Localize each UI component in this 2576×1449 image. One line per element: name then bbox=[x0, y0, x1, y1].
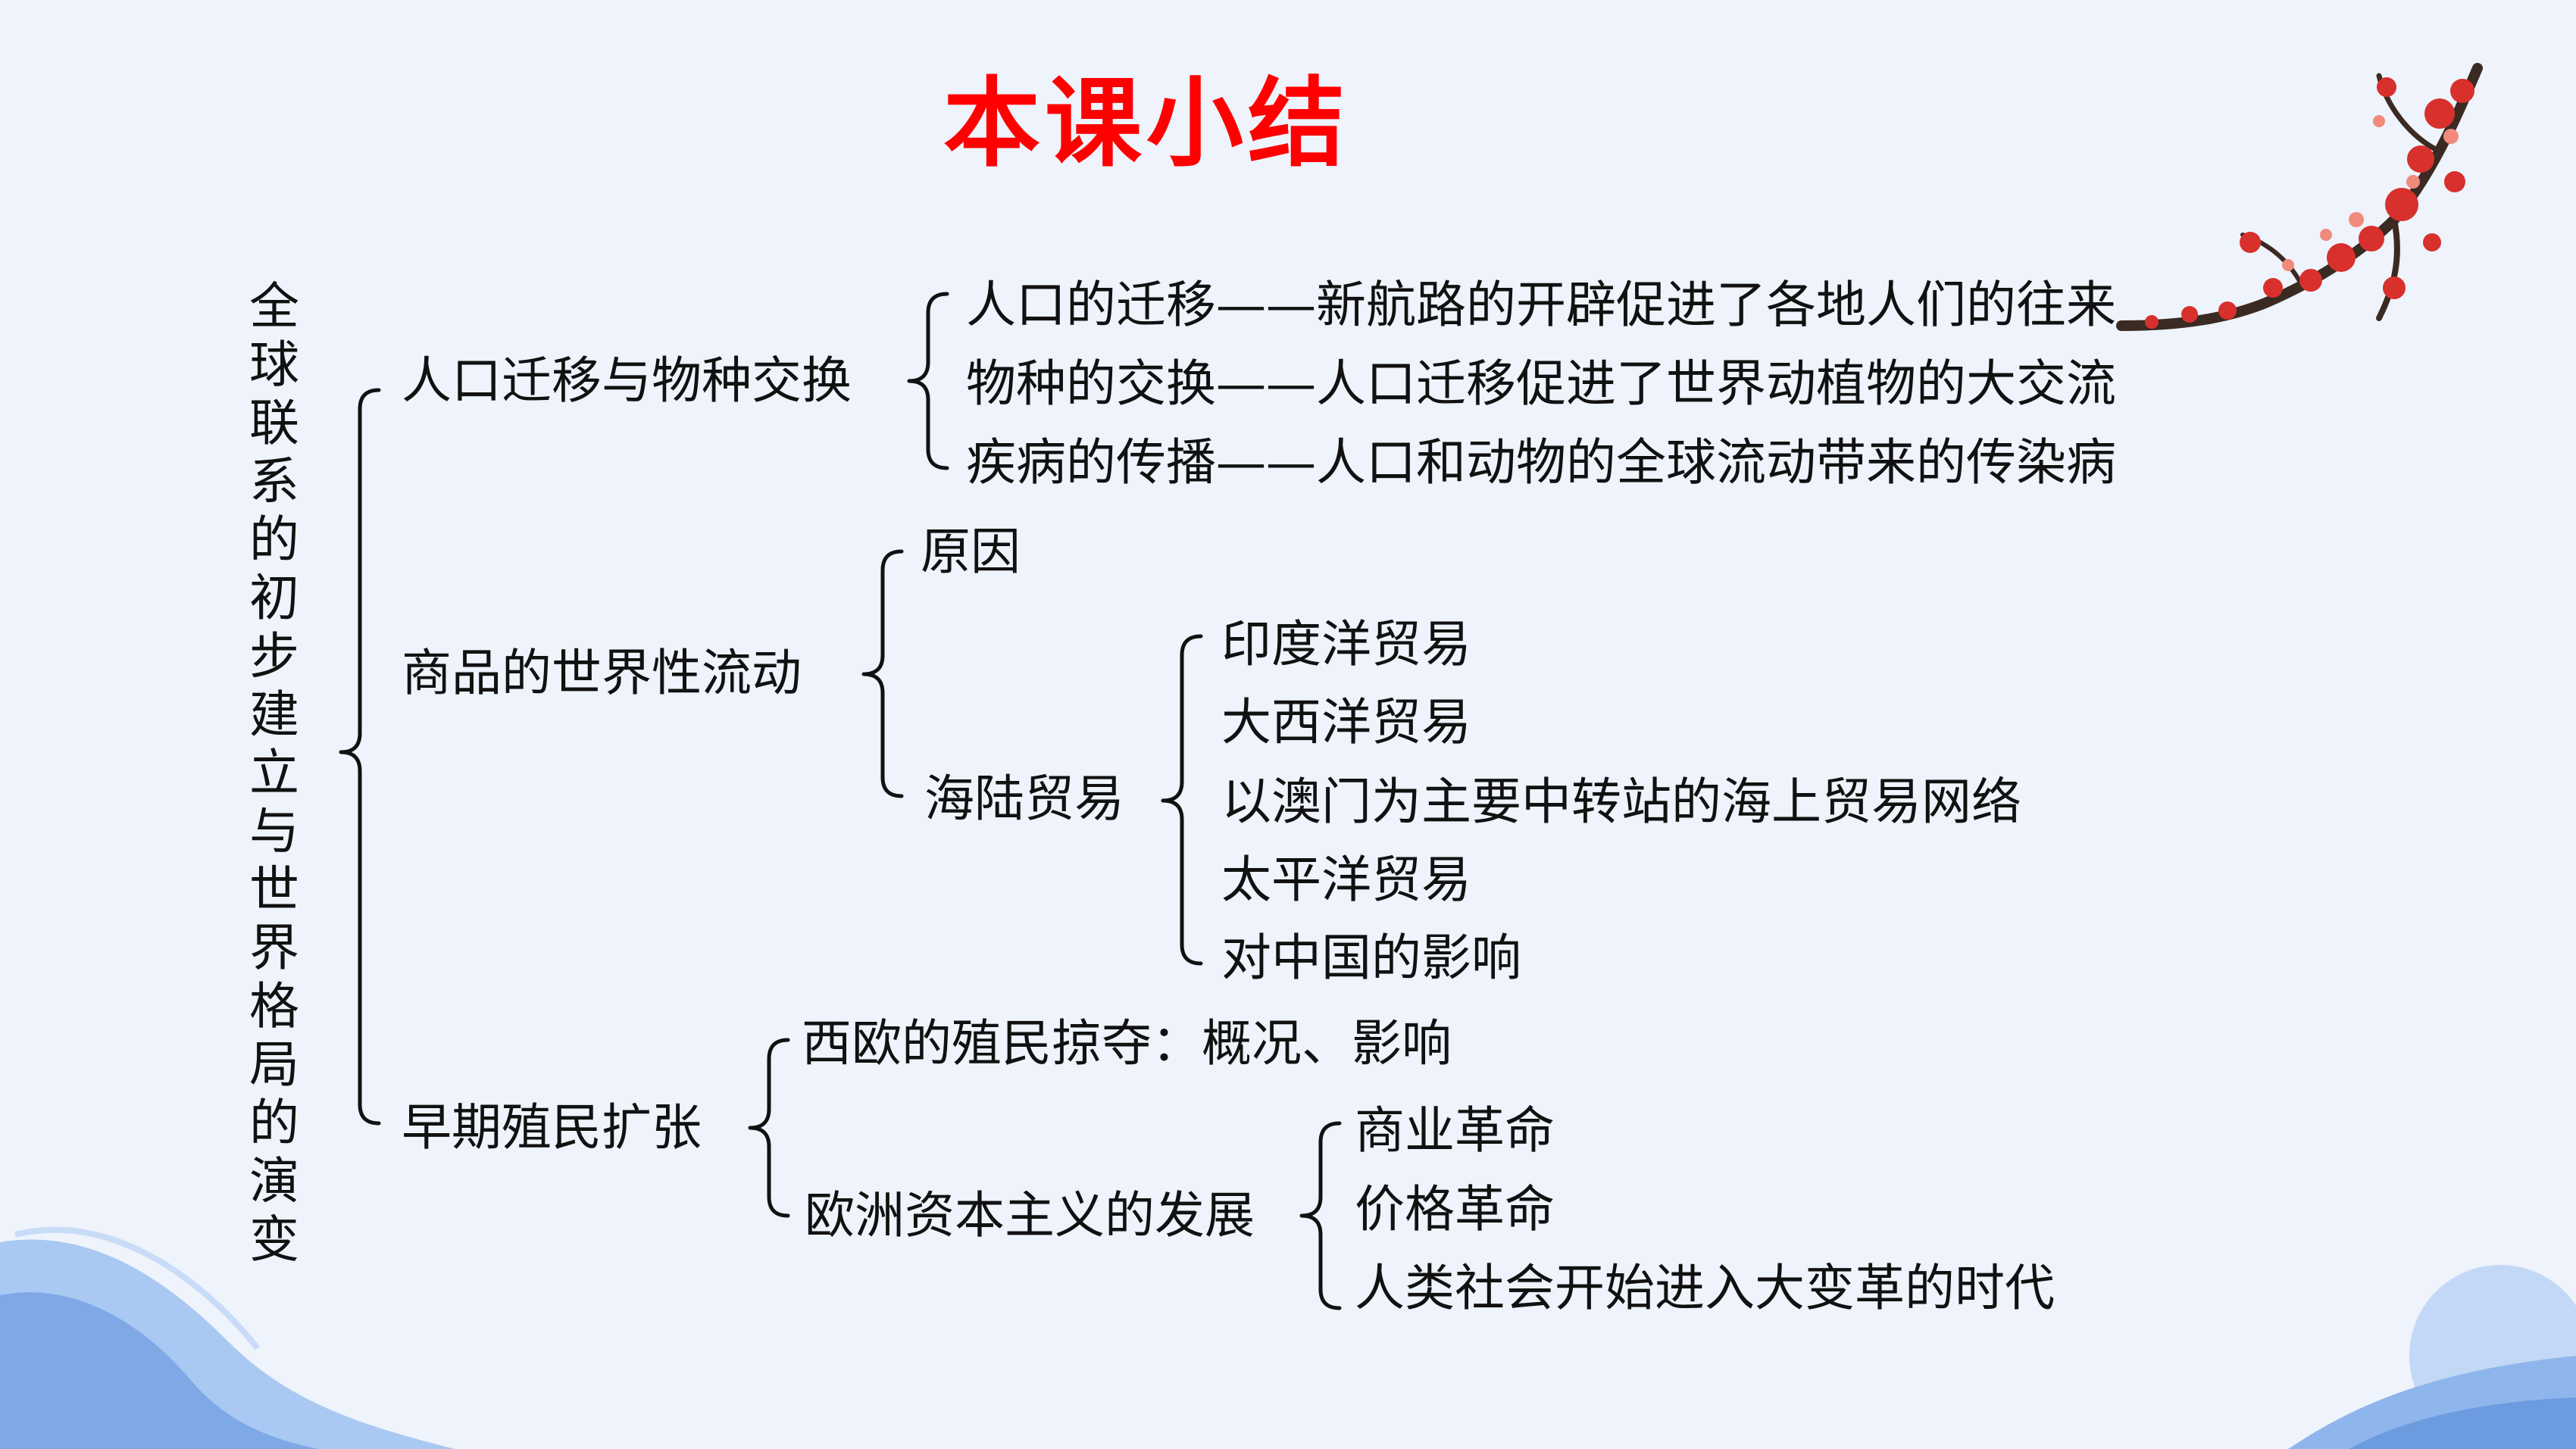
b2-reason: 原因 bbox=[921, 523, 1021, 581]
branch-population-label: 人口迁移与物种交换 bbox=[402, 351, 852, 410]
b3-colonial: 西欧的殖民掠夺：概况、影响 bbox=[802, 1014, 1452, 1073]
b3-bracket bbox=[748, 1038, 790, 1218]
capitalism-item: 人类社会开始进入大变革的时代 bbox=[1355, 1259, 2055, 1317]
page-title: 本课小结 bbox=[943, 67, 1350, 180]
root-topic-char: 系 bbox=[249, 452, 299, 511]
trade-item: 以澳门为主要中转站的海上贸易网络 bbox=[1221, 773, 2021, 831]
root-topic-char: 建 bbox=[249, 685, 299, 744]
root-topic-char: 演 bbox=[249, 1152, 299, 1210]
root-topic-char: 初 bbox=[249, 569, 299, 627]
root-bracket bbox=[339, 388, 381, 1126]
wave-right-decoration bbox=[2288, 1265, 2576, 1449]
root-topic-char: 的 bbox=[249, 1094, 299, 1152]
wave-left-decoration bbox=[0, 1226, 455, 1449]
root-topic-char: 的 bbox=[249, 511, 299, 569]
plum-blossom-branch-decoration bbox=[2116, 63, 2483, 331]
capitalism-item: 商业革命 bbox=[1355, 1101, 1555, 1160]
trade-item: 对中国的影响 bbox=[1221, 929, 1521, 987]
root-topic-char: 全 bbox=[249, 277, 299, 336]
trade-bracket bbox=[1161, 634, 1203, 966]
branch-commodity-label: 商品的世界性流动 bbox=[402, 644, 802, 702]
branch-colonial-label: 早期殖民扩张 bbox=[402, 1098, 702, 1157]
root-topic-char: 界 bbox=[249, 919, 299, 977]
b3-capitalism-label: 欧洲资本主义的发展 bbox=[805, 1186, 1255, 1244]
trade-item: 大西洋贸易 bbox=[1221, 693, 1471, 751]
root-topic-char: 步 bbox=[249, 627, 299, 685]
root-topic-char: 与 bbox=[249, 802, 299, 860]
b1-item: 人口的迁移——新航路的开辟促进了各地人们的往来 bbox=[966, 276, 2116, 334]
root-topic-char: 世 bbox=[249, 860, 299, 919]
b2-bracket bbox=[861, 549, 904, 798]
trade-item: 太平洋贸易 bbox=[1221, 851, 1471, 909]
root-topic-vertical: 全球联系的初步建立与世界格局的演变 bbox=[244, 277, 305, 1269]
b1-item: 疾病的传播——人口和动物的全球流动带来的传染病 bbox=[966, 433, 2116, 492]
root-topic-char: 格 bbox=[249, 977, 299, 1035]
trade-item: 印度洋贸易 bbox=[1221, 615, 1471, 673]
capitalism-bracket bbox=[1299, 1121, 1342, 1310]
root-topic-char: 联 bbox=[249, 394, 299, 452]
capitalism-item: 价格革命 bbox=[1355, 1180, 1555, 1238]
root-topic-char: 变 bbox=[249, 1210, 299, 1269]
b2-trade-label: 海陆贸易 bbox=[924, 770, 1124, 828]
b1-bracket bbox=[907, 292, 949, 470]
root-topic-char: 立 bbox=[249, 744, 299, 802]
root-topic-char: 局 bbox=[249, 1035, 299, 1094]
root-topic-char: 球 bbox=[249, 336, 299, 394]
b1-item: 物种的交换——人口迁移促进了世界动植物的大交流 bbox=[966, 354, 2116, 413]
